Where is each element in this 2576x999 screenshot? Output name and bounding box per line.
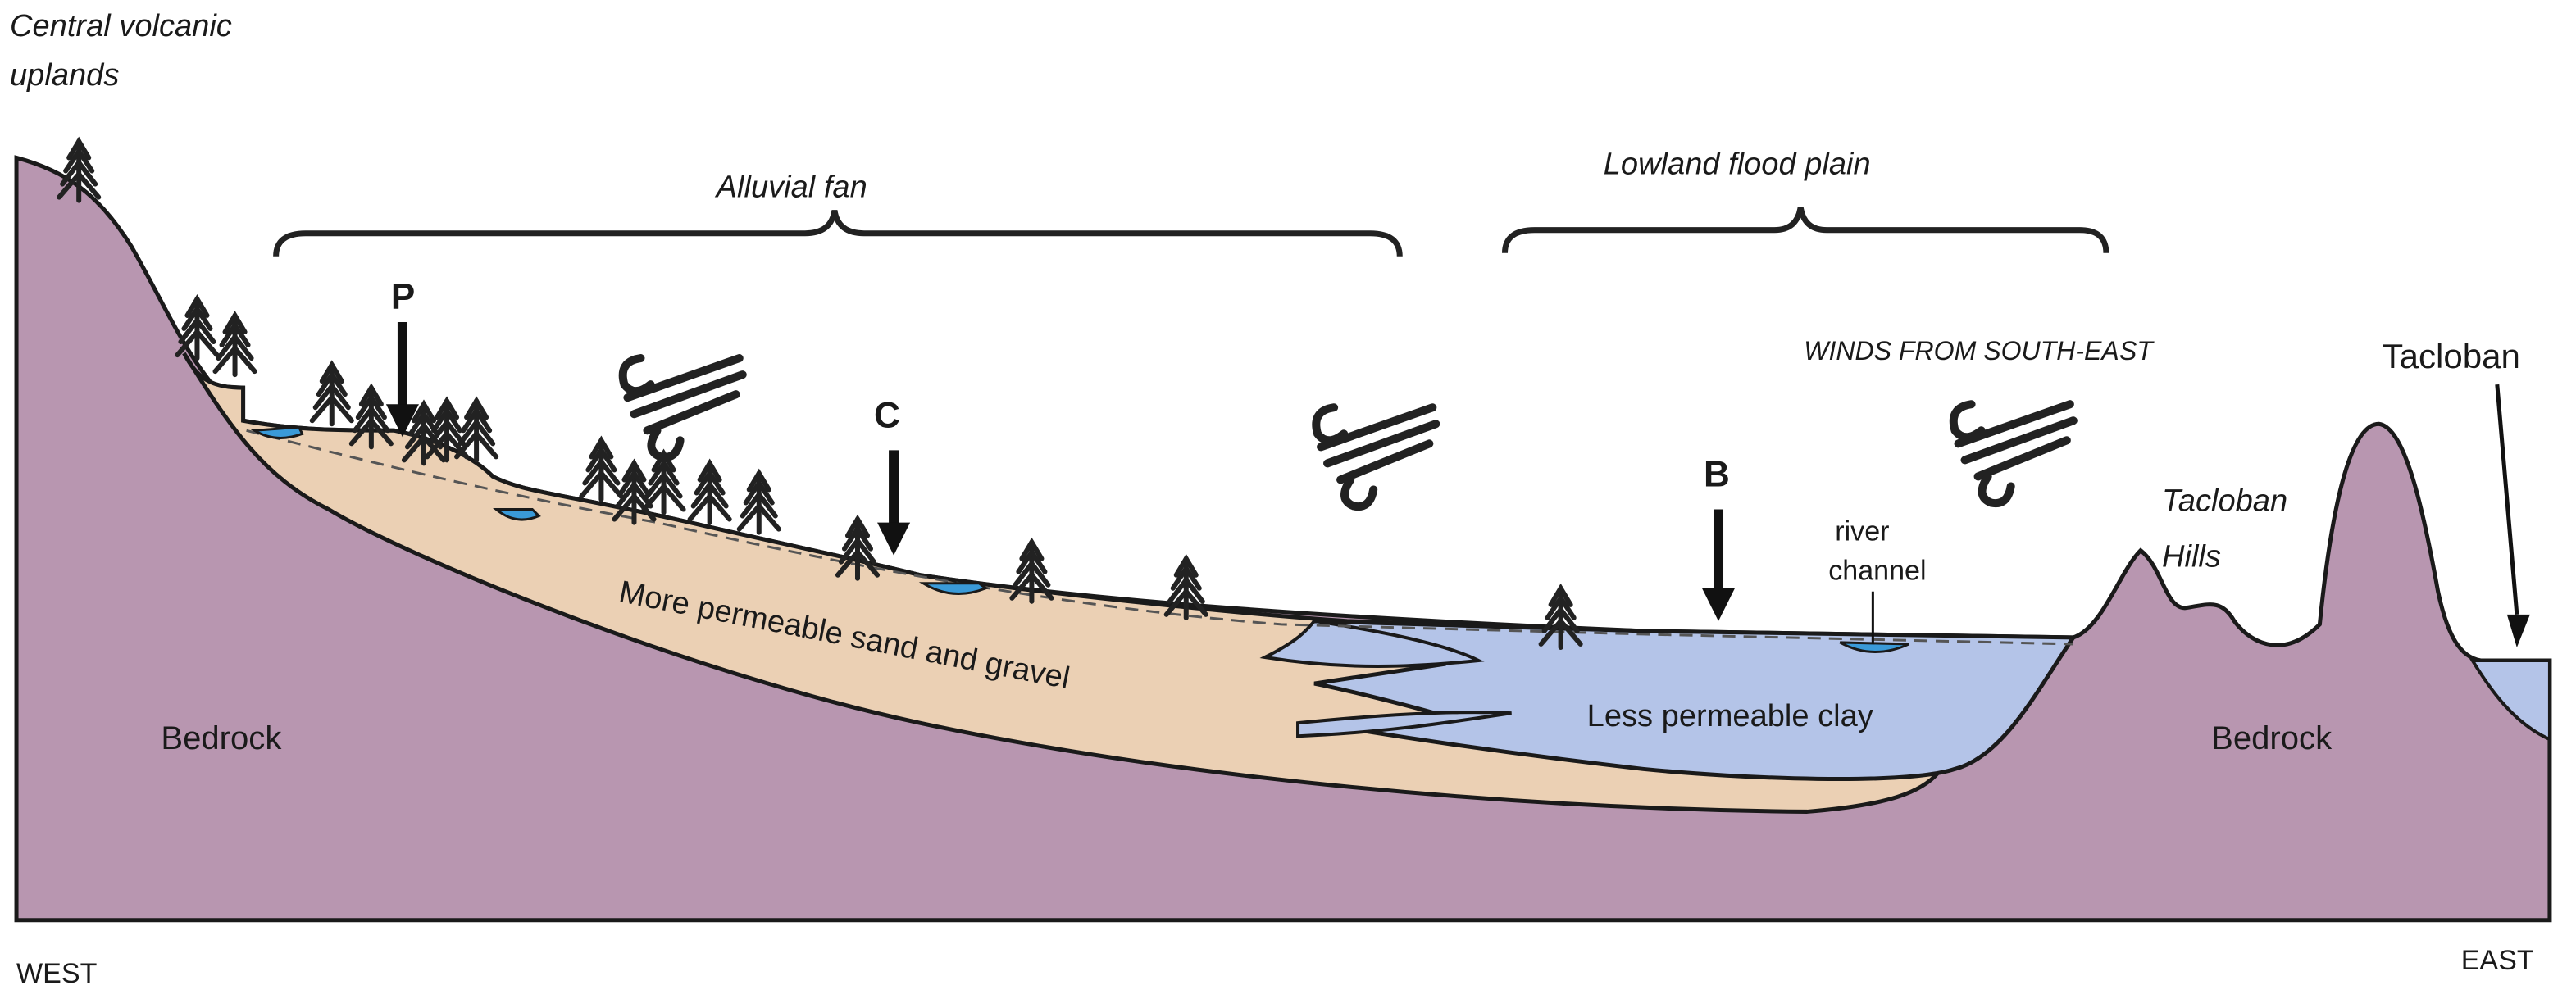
point-p-label: P (391, 277, 415, 317)
flood-plain-brace (1501, 206, 2109, 254)
pond-3 (918, 582, 989, 596)
down-arrow-icon (385, 321, 419, 438)
conifer-tree-icon (216, 316, 255, 375)
conifer-tree-icon (1167, 559, 1206, 618)
lowland-flood-plain-label: Lowland flood plain (1604, 148, 1871, 182)
water-table-line (246, 429, 2073, 646)
conifer-tree-icon (740, 473, 779, 532)
central-uplands-label-line2: uplands (10, 58, 119, 93)
conifer-tree-icon (457, 401, 496, 460)
point-c-label: C (874, 395, 900, 435)
winds-label: WINDS FROM SOUTH-EAST (1804, 336, 2155, 366)
tacloban-hills-label-line2: Hills (2162, 540, 2221, 574)
conifer-tree-icon (312, 365, 352, 424)
conifer-tree-icon (690, 463, 730, 522)
conifer-tree-icon (644, 453, 684, 512)
conifer-tree-icon (581, 440, 621, 499)
west-label: WEST (16, 958, 98, 989)
alluvial-fan-label: Alluvial fan (715, 170, 867, 205)
conifer-tree-icon (177, 299, 216, 358)
tacloban-label: Tacloban (2383, 337, 2520, 375)
clay-tongue-upper (1259, 619, 1485, 668)
central-uplands-label-line1: Central volcanic (10, 9, 232, 43)
river-channel-label-line1: river (1835, 516, 1889, 547)
down-arrow-icon (877, 450, 911, 556)
pond-1 (250, 425, 304, 439)
bedrock-west-label: Bedrock (161, 720, 282, 756)
wind-gust-icon (1316, 407, 1436, 506)
point-b-label: B (1704, 454, 1730, 494)
clay-tongue-lower (1296, 711, 1512, 738)
tacloban-pointer-arrow (2495, 384, 2530, 647)
tacloban-hills-label-line1: Tacloban (2162, 484, 2287, 519)
clay-label: Less permeable clay (1587, 699, 1873, 733)
conifer-tree-icon (838, 520, 877, 579)
down-arrow-icon (1701, 509, 1736, 621)
conifer-tree-icon (1541, 588, 1581, 647)
east-label: EAST (2461, 945, 2534, 976)
tacloban-bay-water (2469, 658, 2551, 742)
conifer-tree-icon (59, 141, 98, 200)
conifer-tree-icon (352, 388, 391, 447)
conifer-tree-icon (1012, 543, 1051, 602)
pond-2 (493, 508, 541, 521)
wind-gust-icon (623, 358, 743, 457)
bedrock-east-label: Bedrock (2211, 720, 2333, 756)
river-channel-water (1839, 641, 1910, 653)
alluvial-fan-brace (273, 209, 1403, 257)
wind-gust-icon (1954, 404, 2073, 503)
river-channel-label-line2: channel (1828, 556, 1926, 587)
